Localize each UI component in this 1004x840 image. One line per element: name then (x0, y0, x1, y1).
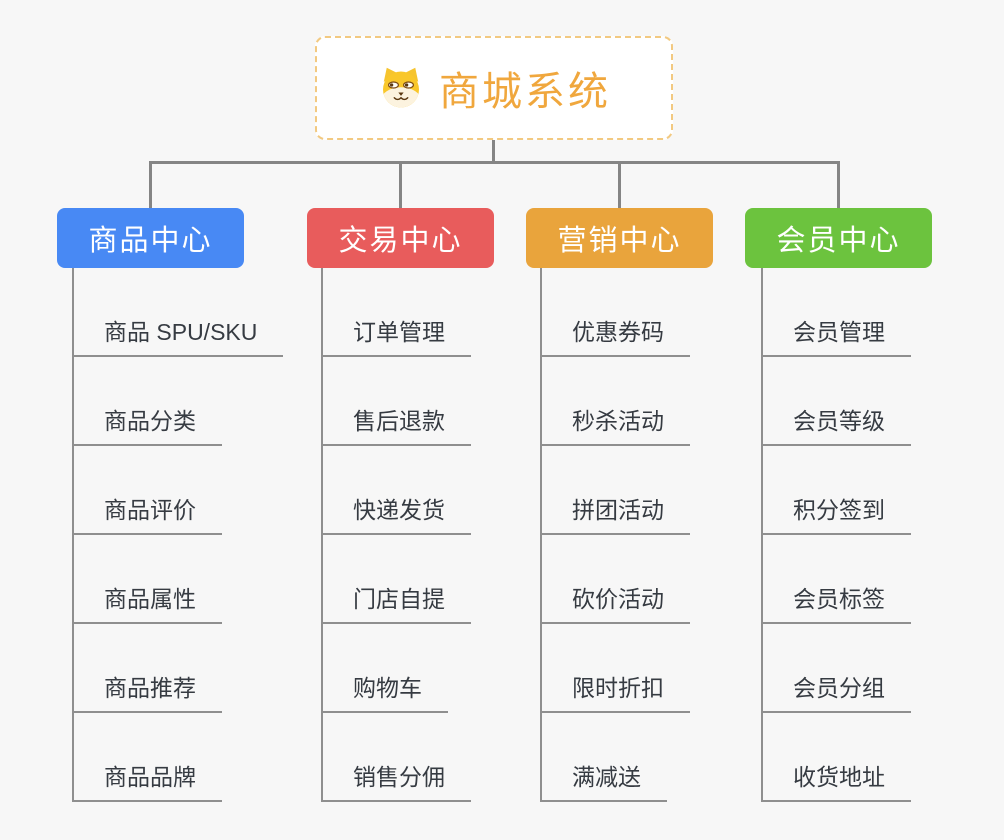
leaf-node-store-pickup[interactable]: 门店自提 (321, 582, 471, 624)
leaf-node-sales-commission[interactable]: 销售分佣 (321, 760, 471, 802)
leaf-node-product-recommend[interactable]: 商品推荐 (72, 671, 222, 713)
connector-drop-trade (399, 161, 402, 210)
leaf-node-product-brand[interactable]: 商品品牌 (72, 760, 222, 802)
connector-drop-member (837, 161, 840, 210)
root-node-title: 商城系统 (439, 70, 611, 114)
leaf-node-product-attr[interactable]: 商品属性 (72, 582, 222, 624)
leaf-node-order-management[interactable]: 订单管理 (321, 315, 471, 357)
leaf-node-shipping-address[interactable]: 收货地址 (761, 760, 911, 802)
leaf-node-points-checkin[interactable]: 积分签到 (761, 493, 911, 535)
leaf-node-coupon-code[interactable]: 优惠券码 (540, 315, 690, 357)
connector-drop-product (149, 161, 152, 210)
leaf-node-group-buy[interactable]: 拼团活动 (540, 493, 690, 535)
leaf-node-member-tag[interactable]: 会员标签 (761, 582, 911, 624)
column-spine-marketing (540, 268, 542, 802)
branch-node-marketing-center[interactable]: 营销中心 (526, 208, 713, 268)
leaf-node-member-management[interactable]: 会员管理 (761, 315, 911, 357)
leaf-node-full-reduction[interactable]: 满减送 (540, 760, 667, 802)
leaf-node-bargain[interactable]: 砍价活动 (540, 582, 690, 624)
leaf-node-express-shipping[interactable]: 快递发货 (321, 493, 471, 535)
root-node-mall-system[interactable]: 商城系统 (315, 36, 673, 140)
leaf-node-after-sale-refund[interactable]: 售后退款 (321, 404, 471, 446)
connector-horizontal-rail (149, 161, 840, 164)
leaf-node-member-group[interactable]: 会员分组 (761, 671, 911, 713)
connector-root-drop (492, 140, 495, 163)
leaf-node-shopping-cart[interactable]: 购物车 (321, 671, 448, 713)
column-spine-product (72, 268, 74, 802)
leaf-node-member-level[interactable]: 会员等级 (761, 404, 911, 446)
leaf-node-product-category[interactable]: 商品分类 (72, 404, 222, 446)
leaf-node-limited-discount[interactable]: 限时折扣 (540, 671, 690, 713)
leaf-node-product-review[interactable]: 商品评价 (72, 493, 222, 535)
connector-drop-marketing (618, 161, 621, 210)
branch-node-member-center[interactable]: 会员中心 (745, 208, 932, 268)
column-spine-member (761, 268, 763, 802)
leaf-node-product-spu-sku[interactable]: 商品 SPU/SKU (72, 315, 284, 357)
branch-node-trade-center[interactable]: 交易中心 (307, 208, 494, 268)
shiba-dog-icon (383, 67, 419, 108)
column-spine-trade (321, 268, 323, 802)
leaf-node-flash-sale[interactable]: 秒杀活动 (540, 404, 690, 446)
branch-node-product-center[interactable]: 商品中心 (57, 208, 244, 268)
